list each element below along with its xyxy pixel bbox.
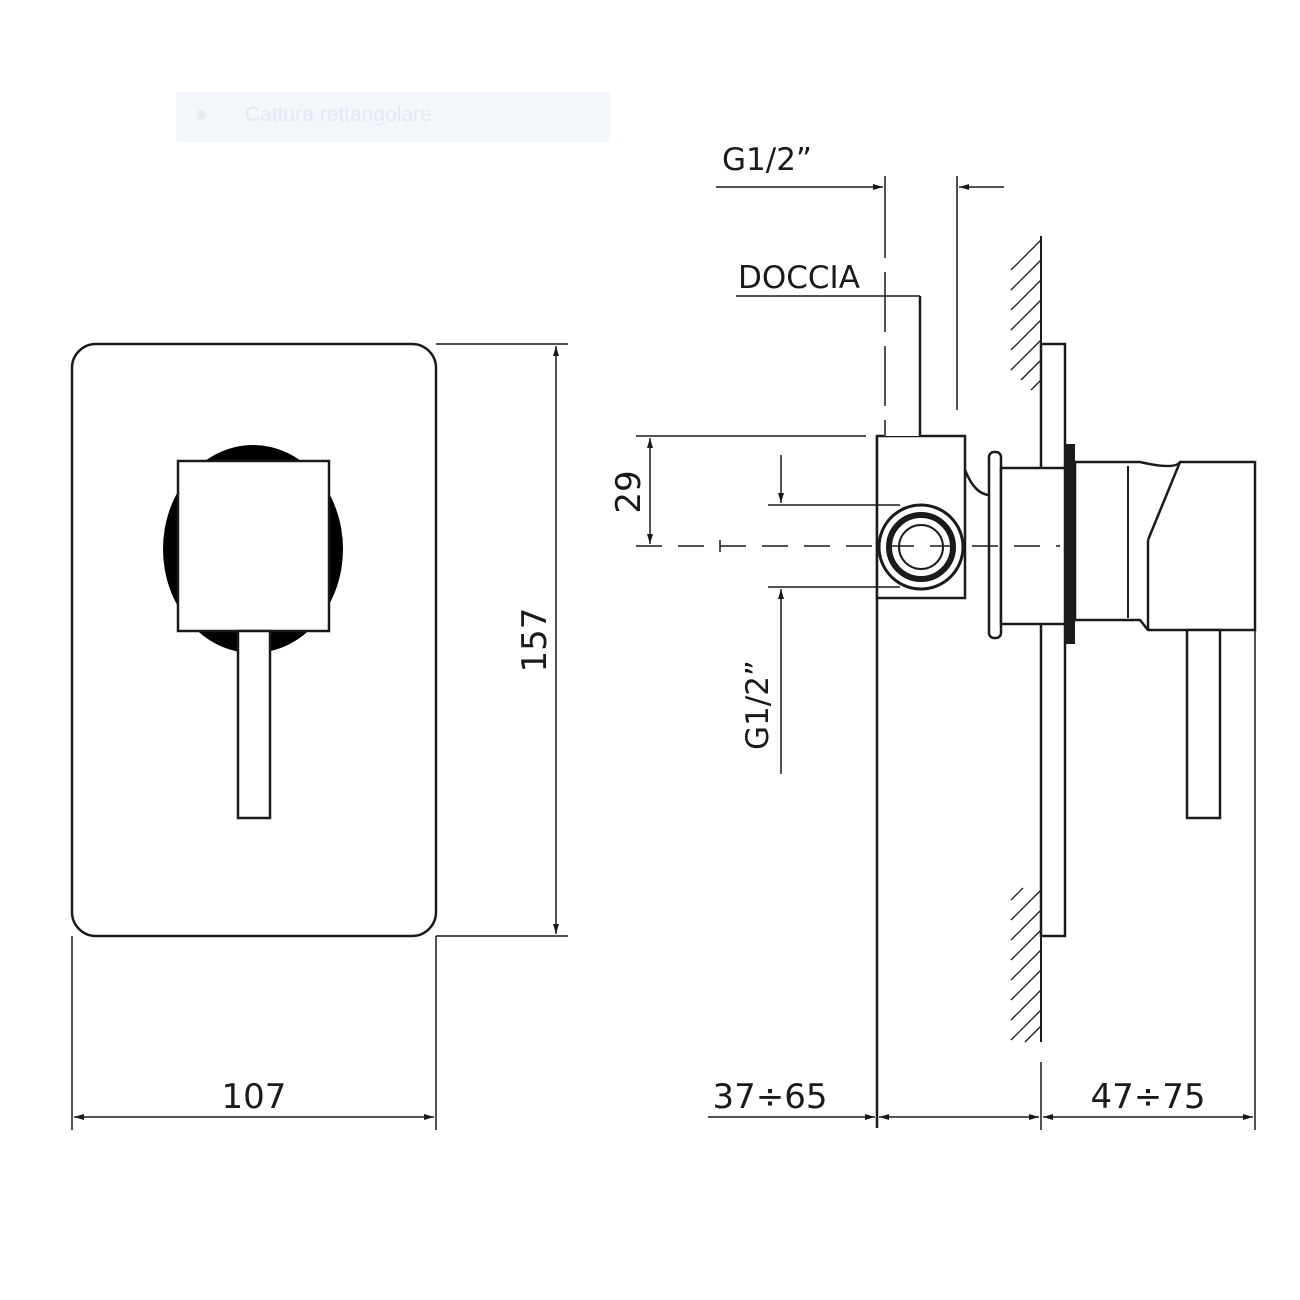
outlet-label: DOCCIA xyxy=(738,260,860,296)
capture-label: Cattura rettangolare xyxy=(245,103,432,126)
wall-hatching-bottom xyxy=(1010,887,1042,1043)
flange xyxy=(987,450,1003,640)
embed-depth-label: 37÷65 xyxy=(712,1077,827,1117)
offset-label: 29 xyxy=(609,470,649,513)
front-view: 107 157 xyxy=(70,342,568,1130)
handle-body xyxy=(176,459,331,633)
gasket xyxy=(1065,444,1075,644)
inlet-label: G1/2” xyxy=(740,660,776,750)
inlet-connection-ring xyxy=(886,512,956,582)
projection-label: 47÷75 xyxy=(1090,1077,1205,1117)
shower-outlet-pipe xyxy=(884,318,920,436)
inlet-connection-inner xyxy=(898,524,944,570)
width-dimension-label: 107 xyxy=(222,1077,287,1117)
height-dimension-label: 157 xyxy=(515,608,555,673)
wall-hatching-top xyxy=(1010,236,1042,400)
cover-plate-side xyxy=(1039,342,1067,938)
lever-handle xyxy=(236,629,272,820)
handle-body-side xyxy=(1073,460,1257,632)
capture-icon xyxy=(196,110,206,120)
valve-neck xyxy=(963,469,991,497)
lever-handle-side xyxy=(1185,628,1222,820)
side-view: G1/2” DOCCIA 29 G1/2” 37÷65 47÷75 xyxy=(609,142,1257,1130)
cover-plate xyxy=(70,342,438,938)
capture-toolbar[interactable] xyxy=(176,92,610,142)
top-connection-label: G1/2” xyxy=(722,142,812,178)
